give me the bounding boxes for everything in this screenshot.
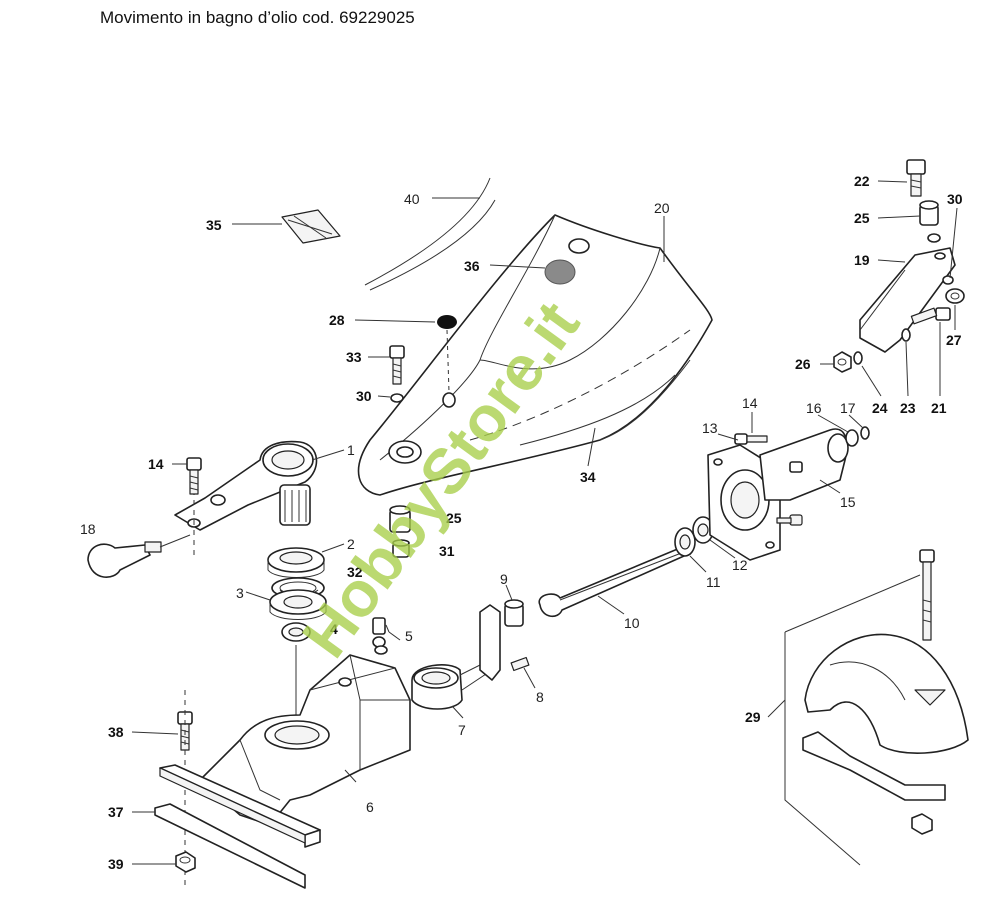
label-7: 7 — [458, 722, 466, 738]
label-31: 31 — [439, 543, 455, 559]
part-39-nut — [175, 851, 196, 873]
part-27-washer — [945, 288, 965, 304]
label-30-left: 30 — [356, 388, 372, 404]
label-11: 11 — [706, 574, 721, 590]
part-5-grease-nipple — [372, 617, 388, 655]
label-32: 32 — [347, 564, 363, 580]
part-19-bracket — [859, 247, 956, 353]
part-3-bearing-lower — [269, 589, 327, 620]
label-25-center: 25 — [446, 510, 462, 526]
label-16: 16 — [806, 400, 822, 416]
label-18: 18 — [80, 521, 96, 537]
label-14-left: 14 — [148, 456, 164, 472]
part-25-bushing-right — [919, 200, 939, 226]
part-11-bearing — [674, 527, 696, 557]
label-5: 5 — [405, 628, 413, 644]
part-16-washer — [845, 429, 859, 447]
label-35: 35 — [206, 217, 222, 233]
label-24: 24 — [872, 400, 888, 416]
part-18-ball-joint — [87, 534, 191, 578]
part-29-guard-assembly — [784, 549, 969, 866]
label-25-right: 25 — [854, 210, 870, 226]
part-22-bolt — [906, 159, 926, 197]
label-39: 39 — [108, 856, 124, 872]
part-37-mounting-plate — [154, 764, 321, 889]
part-17-washer — [860, 426, 870, 440]
part-2-bearing — [267, 547, 325, 578]
label-9: 9 — [500, 571, 508, 587]
part-8-set-screw — [510, 656, 530, 672]
label-40: 40 — [404, 191, 420, 207]
label-10: 10 — [624, 615, 640, 631]
label-23: 23 — [900, 400, 916, 416]
label-12: 12 — [732, 557, 748, 573]
label-1: 1 — [347, 442, 355, 458]
label-3: 3 — [236, 585, 244, 601]
part-34-cover-detail — [519, 374, 676, 446]
part-4-seal — [281, 622, 311, 642]
label-27: 27 — [946, 332, 962, 348]
part-21-bolt — [910, 307, 951, 325]
label-29: 29 — [745, 709, 761, 725]
part-20-cover — [357, 214, 713, 496]
part-28-plug — [437, 315, 457, 329]
part-6-gearbox-housing — [199, 654, 411, 826]
label-19: 19 — [854, 252, 870, 268]
part-31-bushing — [392, 539, 410, 558]
part-40-guard-outline — [364, 177, 496, 291]
part-10-drive-shaft — [538, 547, 685, 618]
label-6: 6 — [366, 799, 374, 815]
part-13-screw — [734, 433, 768, 445]
part-35-sticker — [281, 209, 341, 244]
label-37: 37 — [108, 804, 124, 820]
part-33-bolt — [389, 345, 405, 385]
label-17: 17 — [840, 400, 856, 416]
label-21: 21 — [931, 400, 947, 416]
diagram-title: Movimento in bagno d’olio cod. 69229025 — [100, 8, 415, 27]
part-9-fork — [479, 599, 524, 681]
part-36-cap — [544, 259, 576, 285]
part-25-bushing-center — [389, 505, 411, 533]
label-28: 28 — [329, 312, 345, 328]
label-26: 26 — [795, 356, 811, 372]
label-34: 34 — [580, 469, 596, 485]
part-labels: 40 35 36 20 28 33 30 34 14 1 18 2 32 3 4… — [80, 173, 963, 872]
label-33: 33 — [346, 349, 362, 365]
label-8: 8 — [536, 689, 544, 705]
label-22: 22 — [854, 173, 870, 189]
part-30-washer-left — [390, 393, 404, 403]
label-2: 2 — [347, 536, 355, 552]
label-20: 20 — [654, 200, 670, 216]
part-23-washer — [901, 328, 911, 342]
label-14-right: 14 — [742, 395, 758, 411]
part-30-washer-right — [927, 233, 941, 243]
leader-lines — [131, 180, 958, 865]
label-4: 4 — [330, 621, 338, 637]
part-14-screw-left — [186, 457, 202, 495]
label-36: 36 — [464, 258, 480, 274]
label-13: 13 — [702, 420, 718, 436]
label-38: 38 — [108, 724, 124, 740]
label-30-right: 30 — [947, 191, 963, 207]
part-14-screw-right — [776, 461, 803, 526]
part-24-washer — [853, 351, 863, 365]
label-15: 15 — [840, 494, 856, 510]
part-26-nut — [833, 351, 852, 373]
part-15-flange-housing — [707, 428, 849, 561]
part-1-crank-arm — [174, 440, 318, 531]
part-30-washer-right-lower — [942, 275, 954, 285]
